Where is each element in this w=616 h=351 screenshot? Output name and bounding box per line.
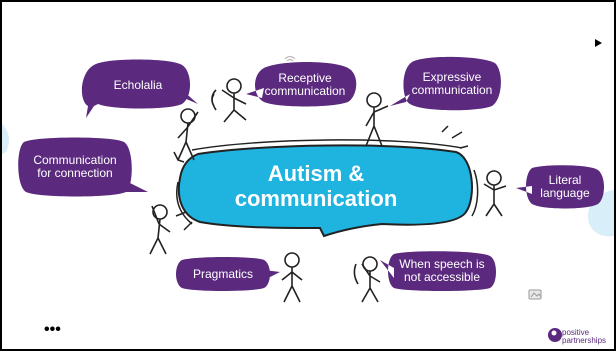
figure-echolalia <box>173 108 199 163</box>
figure-speech <box>353 256 381 303</box>
logo-icon <box>548 328 562 342</box>
title-shape-outline <box>176 139 479 225</box>
title-line-1: Autism & <box>267 161 365 186</box>
title-shape-strokes <box>175 125 469 231</box>
receptive-bubble <box>246 62 357 107</box>
image-icon <box>528 289 542 300</box>
figure-pragmatics <box>281 252 303 303</box>
more-icon[interactable]: ••• <box>44 321 61 338</box>
play-icon <box>595 39 602 47</box>
logo-wordmark: positive partnerships <box>562 329 606 345</box>
logo-line-1: positive <box>562 328 590 337</box>
wifi-icon <box>284 55 296 62</box>
logo-line-2: partnerships <box>562 336 607 345</box>
pragmatics-bubble <box>176 257 280 291</box>
left-blue-blob <box>2 124 9 154</box>
speech-bubble <box>380 251 496 291</box>
echolalia-bubble <box>81 59 198 118</box>
figure-receptive <box>211 78 247 123</box>
figure-literal <box>483 170 507 217</box>
title-line-2: communication <box>234 186 398 211</box>
figure-connection <box>149 204 171 255</box>
figure-expressive <box>365 92 389 147</box>
connection-bubble <box>18 137 148 197</box>
title-shape <box>177 144 473 238</box>
literal-bubble <box>516 165 604 209</box>
expressive-bubble <box>390 56 501 111</box>
slide-title: Autism & communication <box>227 161 405 211</box>
